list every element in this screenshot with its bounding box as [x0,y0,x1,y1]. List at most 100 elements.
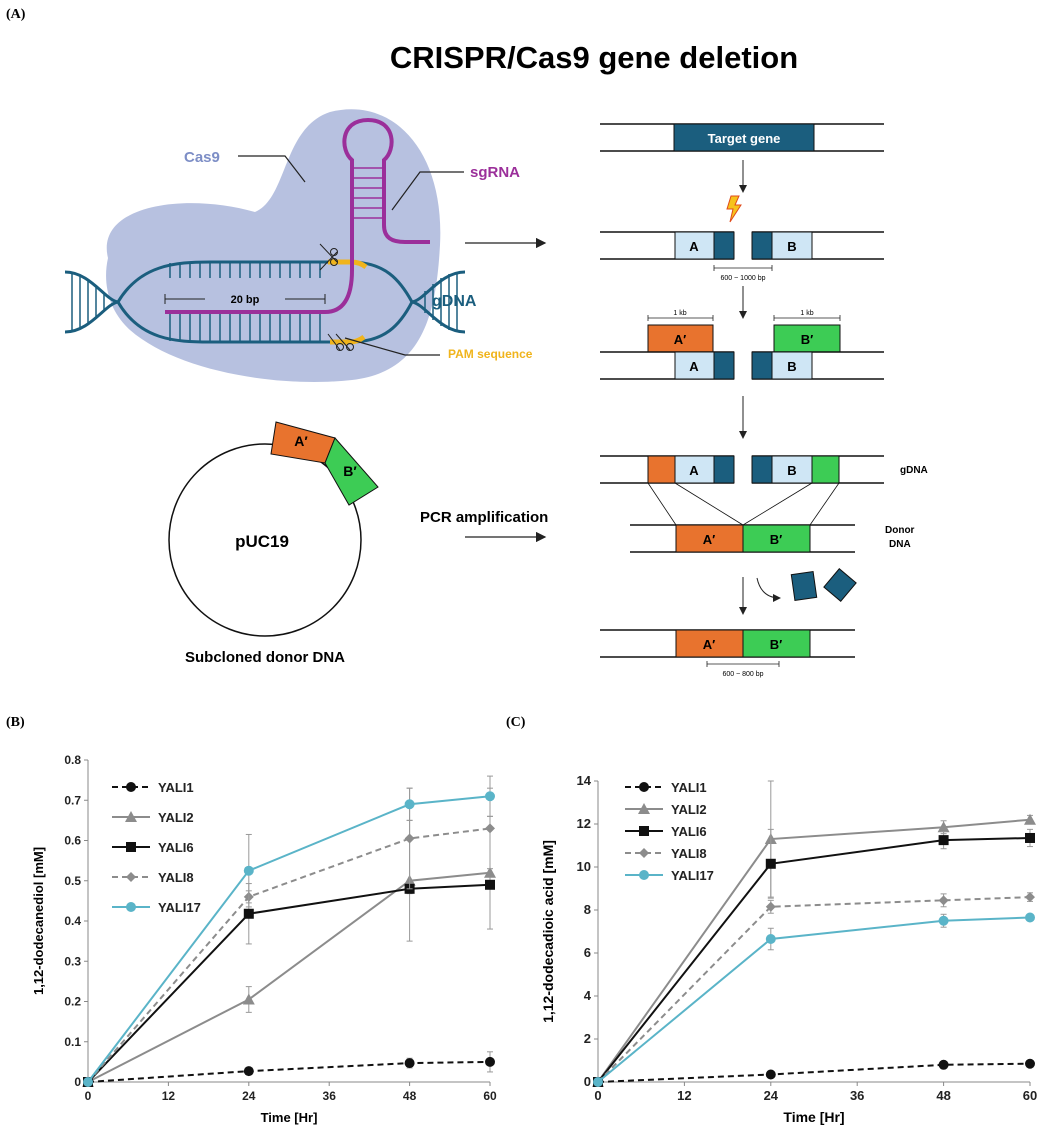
legend-swatch-marker [126,872,136,882]
cas9-label: Cas9 [184,149,220,166]
step-recombination: A B gDNA A′ B′ Donor DNA [600,455,928,553]
x-tick-label: 12 [162,1089,176,1103]
target-gene-label: Target gene [708,131,781,146]
series-line [87,871,491,1083]
data-point [485,879,495,890]
y-tick-label: 6 [584,945,591,960]
y-tick-label: 0.1 [64,1035,81,1049]
dna-bubble [116,260,414,303]
sgrna-label: sgRNA [470,164,520,181]
lightning-icon [726,195,742,223]
series-yali6: YALI6 [593,824,1035,1087]
data-point [938,915,949,926]
legend-label: YALI6 [158,840,194,855]
legend-swatch-marker [639,782,649,792]
step-homology-arms: 1 kb 1 kb A′ B′ A B [600,310,884,380]
data-point [485,823,495,834]
series-line [87,883,491,1083]
cas9-complex: 20 bp Cas9 sgRNA gDNA PAM sequence [64,109,533,382]
final-b-prime-label: B′ [770,637,783,652]
legend-swatch-marker [126,842,136,852]
plasmid-circle [168,443,362,637]
panel-c-label: (C) [506,715,526,730]
x-axis-title: Time [Hr] [261,1110,318,1125]
x-tick-label: 48 [936,1088,950,1103]
data-point [1025,1058,1035,1069]
seg-a-label: A [689,239,699,254]
pam-label: PAM sequence [448,347,533,361]
y-axis-title: 1,12-dodecadioic acid [mM] [540,840,556,1023]
sgrna-rungs [352,167,384,219]
data-point [938,895,949,906]
legend-label: YALI1 [158,780,194,795]
data-point [404,833,415,844]
x-tick-label: 60 [483,1089,497,1103]
dna-helix-right [411,270,466,334]
sgrna-leader [391,171,464,211]
legend-swatch-marker [126,902,136,912]
y-tick-label: 0.7 [64,793,81,807]
plasmid-b-prime: B′ [343,463,357,479]
cas9-leader [238,155,306,183]
legend-label: YALI17 [158,900,201,915]
dna-helix-left [64,270,119,334]
series-yali8: YALI8 [593,846,1035,1087]
diagram-title: CRISPR/Cas9 gene deletion [390,40,798,75]
legend-label: YALI6 [671,824,707,839]
arrow-excision [756,577,781,602]
final-range-label: 600 ~ 800 bp [722,671,763,678]
plasmid-caption: Subcloned donor DNA [185,649,345,666]
y-tick-label: 0.4 [64,914,81,928]
data-point [938,1059,949,1070]
data-point [404,1058,415,1069]
seg-b-label-2: B [787,359,796,374]
final-a-prime-label: A′ [703,637,716,652]
step-target-gene: Target gene [600,123,884,152]
gap-range-label: 600 ~ 1000 bp [721,275,766,282]
data-point [485,791,495,802]
y-axis-title: 1,12-dodecanediol [mM] [31,847,46,995]
x-tick-label: 24 [242,1089,256,1103]
data-point [1025,892,1035,903]
y-tick-label: 0.6 [64,834,81,848]
series-yali6: YALI6 [83,840,495,1087]
data-point [938,835,949,846]
crossover-lines [647,482,840,526]
arm-a-prime-label: A′ [674,332,687,347]
donor-a-prime-label: A′ [703,532,716,547]
data-point [593,1077,603,1087]
series-line [597,896,1031,1083]
x-tick-label: 0 [85,1089,92,1103]
target-gene-box [673,123,815,152]
seg-b-box [771,231,813,260]
panel-a-label: (A) [6,7,26,22]
x-tick-label: 12 [677,1088,691,1103]
x-tick-label: 36 [850,1088,864,1103]
y-tick-label: 0.5 [64,874,81,888]
plasmid-a-prime: A′ [294,433,308,449]
arm-b-prime-label: B′ [801,332,814,347]
donor-label-1: Donor [885,525,915,536]
seg-a-label-3: A [689,463,699,478]
arm-b-prime-box [773,324,841,353]
data-point [765,934,776,945]
pcr-label: PCR amplification [420,509,548,526]
y-tick-label: 0 [74,1075,81,1089]
excised-fragment-2 [823,568,857,602]
data-point [765,901,776,912]
bubble-rungs [169,263,321,341]
arm-a-length: 1 kb [673,310,686,317]
scissors-top-icon [319,243,338,271]
arm-a-prime-box [647,324,714,353]
legend-swatch-marker [638,803,650,814]
seg-a-box [674,231,715,260]
spacer-bracket [164,294,326,304]
legend-swatch-marker [639,870,649,880]
data-point [243,865,254,876]
data-point [1025,912,1035,923]
series-line [87,1060,491,1083]
y-tick-label: 4 [584,988,592,1003]
sgrna [165,117,430,314]
series-line [597,836,1031,1083]
data-point [1025,832,1035,843]
